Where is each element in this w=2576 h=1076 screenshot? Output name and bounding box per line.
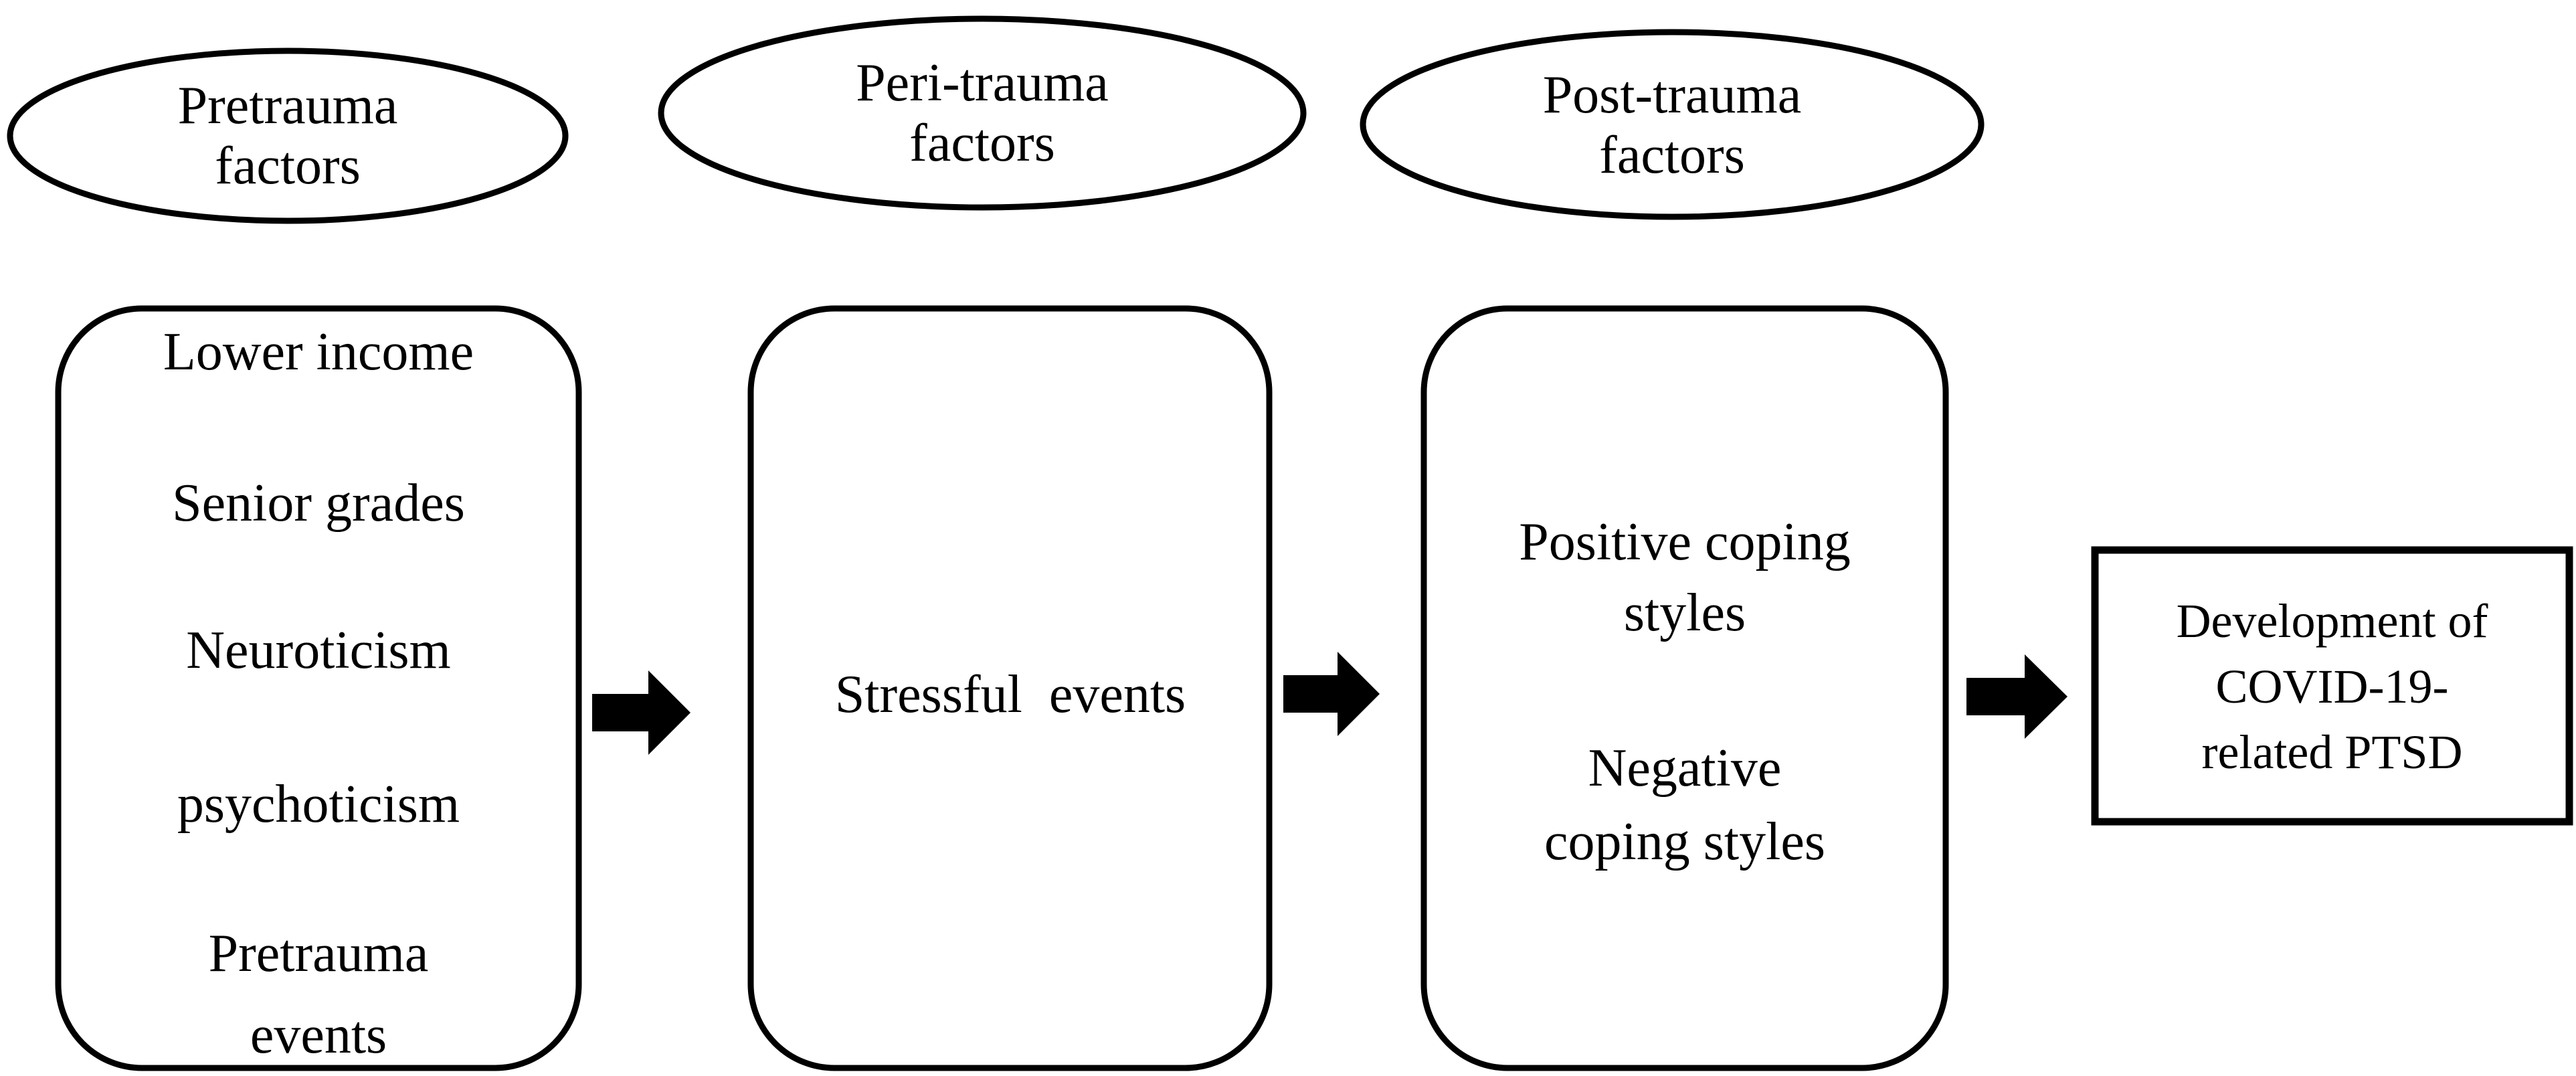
- header-oval-posttrauma: [1360, 29, 1985, 220]
- arrow-pre-to-peri: [592, 670, 691, 755]
- header-oval-peritrauma: [658, 15, 1307, 211]
- outcome-box: [2091, 546, 2573, 826]
- header-posttrauma-line2: factors: [1599, 126, 1745, 185]
- pretrauma-item-neuroticism: Neuroticism: [186, 621, 451, 680]
- arrow-post-to-outcome: [1966, 654, 2067, 739]
- pretrauma-box: [55, 305, 582, 1071]
- arrow-peri-to-post: [1283, 652, 1380, 736]
- header-peritrauma-line1: Peri-trauma: [856, 54, 1109, 112]
- posttrauma-item-positive-line1: Positive coping: [1519, 513, 1851, 571]
- posttrauma-box: [1420, 305, 1949, 1071]
- pretrauma-item-senior-grades: Senior grades: [172, 474, 465, 533]
- peritrauma-item-stressful-events: Stressful events: [834, 665, 1186, 724]
- outcome-line1: Development of: [2176, 594, 2488, 648]
- header-peritrauma-line2: factors: [909, 114, 1055, 173]
- header-posttrauma-line1: Post-trauma: [1542, 66, 1802, 124]
- pretrauma-item-lower-income: Lower income: [163, 323, 474, 381]
- outcome-line3: related PTSD: [2201, 725, 2463, 779]
- posttrauma-item-negative-line1: Negative: [1588, 739, 1782, 798]
- pretrauma-item-pretrauma-line1: Pretrauma: [208, 924, 429, 983]
- header-pretrauma-line2: factors: [215, 137, 361, 195]
- header-pretrauma-line1: Pretrauma: [177, 76, 398, 135]
- posttrauma-item-positive-line2: styles: [1623, 584, 1746, 642]
- pretrauma-item-psychoticism: psychoticism: [177, 775, 460, 834]
- posttrauma-item-negative-line2: coping styles: [1544, 812, 1825, 871]
- outcome-line2: COVID-19-: [2215, 660, 2449, 713]
- peritrauma-box: [747, 305, 1273, 1071]
- header-oval-pretrauma: [7, 48, 569, 224]
- pretrauma-item-pretrauma-line2: events: [250, 1006, 387, 1065]
